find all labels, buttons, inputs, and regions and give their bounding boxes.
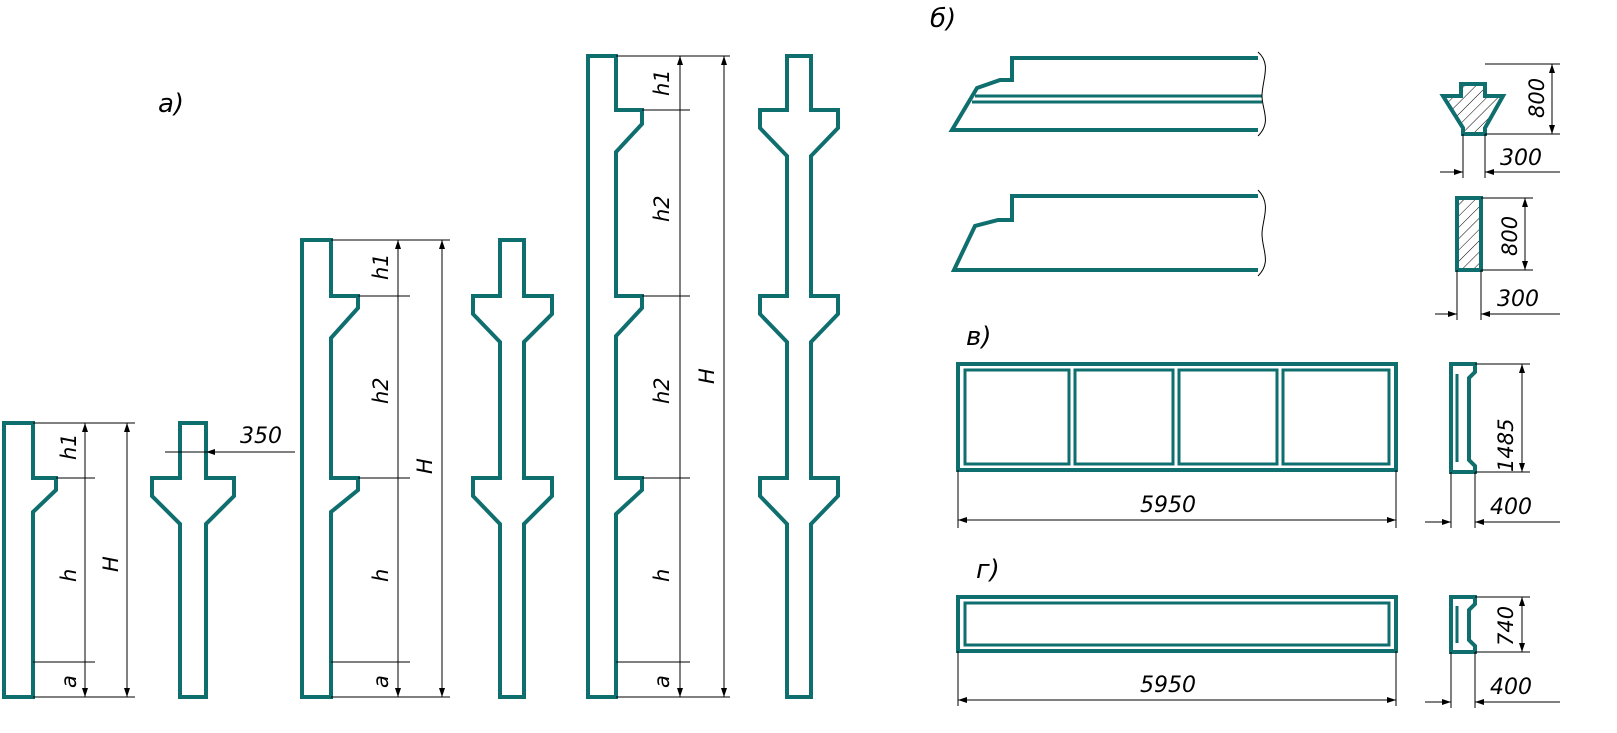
column-6 <box>758 54 840 699</box>
beam-2-side <box>950 189 1266 277</box>
panel-g: 5950 <box>956 595 1398 706</box>
panel-v: 5950 <box>956 362 1398 528</box>
panel-v-cell-1 <box>963 368 1071 466</box>
panel-v-length-label: 5950 <box>1140 493 1196 518</box>
column-3: h1 h2 h H a <box>300 238 450 699</box>
section-label-v: в) <box>966 322 991 352</box>
c5-h1-label: h1 <box>650 69 674 96</box>
panel-g-thickness-label: 400 <box>1490 675 1532 700</box>
panel-v-section-outline <box>1449 362 1477 474</box>
c5-H-label: H <box>695 368 719 384</box>
c5-h-label: h <box>650 569 674 582</box>
beam-1-width-label: 300 <box>1500 146 1542 171</box>
panel-g-section: 740 400 <box>1425 595 1560 708</box>
beam-2-height-label: 800 <box>1498 216 1522 256</box>
column-2-outline <box>150 421 236 699</box>
panel-v-thickness-label: 400 <box>1490 495 1532 520</box>
section-label-a: а) <box>158 89 184 119</box>
beam-1-side <box>948 51 1266 137</box>
beam-1-height-label: 800 <box>1525 78 1549 118</box>
panel-g-outer <box>956 595 1398 653</box>
c5-a-label: a <box>650 675 674 688</box>
panel-v-cell-2 <box>1073 368 1175 466</box>
column-5: h1 h2 h2 h H a <box>586 54 730 699</box>
beam-1-section: 800 300 <box>1439 63 1560 178</box>
section-label-g: г) <box>976 555 1000 585</box>
beam-1-outline <box>948 56 1258 132</box>
c3-h1-label: h1 <box>369 253 393 280</box>
c5-h2b-label: h2 <box>650 377 674 404</box>
c1-h-label: h <box>57 569 81 582</box>
c3-h2-label: h2 <box>369 377 393 404</box>
panel-g-inner <box>963 601 1391 647</box>
beam-2-width-label: 300 <box>1497 287 1539 312</box>
c2-width-label: 350 <box>240 424 282 449</box>
column-4-outline <box>471 238 554 699</box>
c5-h2a-label: h2 <box>650 195 674 222</box>
beam-2-section: 800 300 <box>1435 196 1560 320</box>
section-label-b: б) <box>930 4 956 34</box>
panel-v-height-label: 1485 <box>1494 419 1518 472</box>
column-2: 350 <box>150 421 295 699</box>
column-3-outline <box>300 238 360 699</box>
column-1: h1 h H a <box>2 421 135 699</box>
panel-v-outer <box>956 362 1398 472</box>
column-5-outline <box>586 54 644 699</box>
column-6-outline <box>758 54 840 699</box>
c3-a-label: a <box>369 675 393 688</box>
column-1-outline <box>2 421 58 699</box>
c3-H-label: H <box>413 458 437 474</box>
panel-v-cell-4 <box>1281 368 1391 466</box>
c1-a-label: a <box>57 675 81 688</box>
beam-2-hatch <box>1456 197 1482 271</box>
c1-h1-label: h1 <box>57 433 81 460</box>
c1-H-label: H <box>99 556 123 572</box>
column-4 <box>471 238 554 699</box>
c3-h-label: h <box>369 569 393 582</box>
panel-v-section: 1485 400 <box>1425 362 1560 528</box>
beam-2-outline <box>950 194 1258 272</box>
panel-g-section-outline <box>1449 595 1477 654</box>
panel-g-length-label: 5950 <box>1140 673 1196 698</box>
panel-g-height-label: 740 <box>1494 606 1518 646</box>
panel-v-cell-3 <box>1177 368 1279 466</box>
